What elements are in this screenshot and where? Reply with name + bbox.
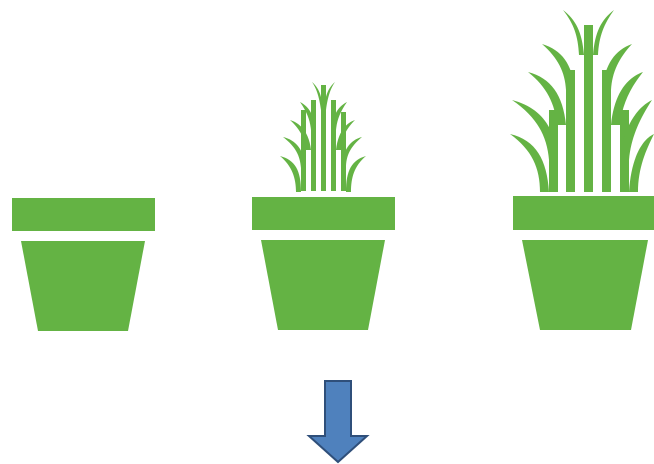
pot-body — [522, 240, 648, 330]
stage-1-empty-pot — [12, 198, 155, 331]
stage-3-tall-plant — [510, 10, 654, 330]
stage-2-small-sprout — [252, 82, 395, 330]
down-arrow-icon — [309, 381, 367, 462]
tall-grass-plant-icon — [510, 10, 654, 192]
pot-body — [261, 240, 385, 330]
small-sprout-icon — [280, 82, 366, 192]
pot-rim — [252, 197, 395, 230]
pot-body — [21, 241, 145, 331]
pot-rim — [513, 196, 654, 230]
pot-rim — [12, 198, 155, 231]
